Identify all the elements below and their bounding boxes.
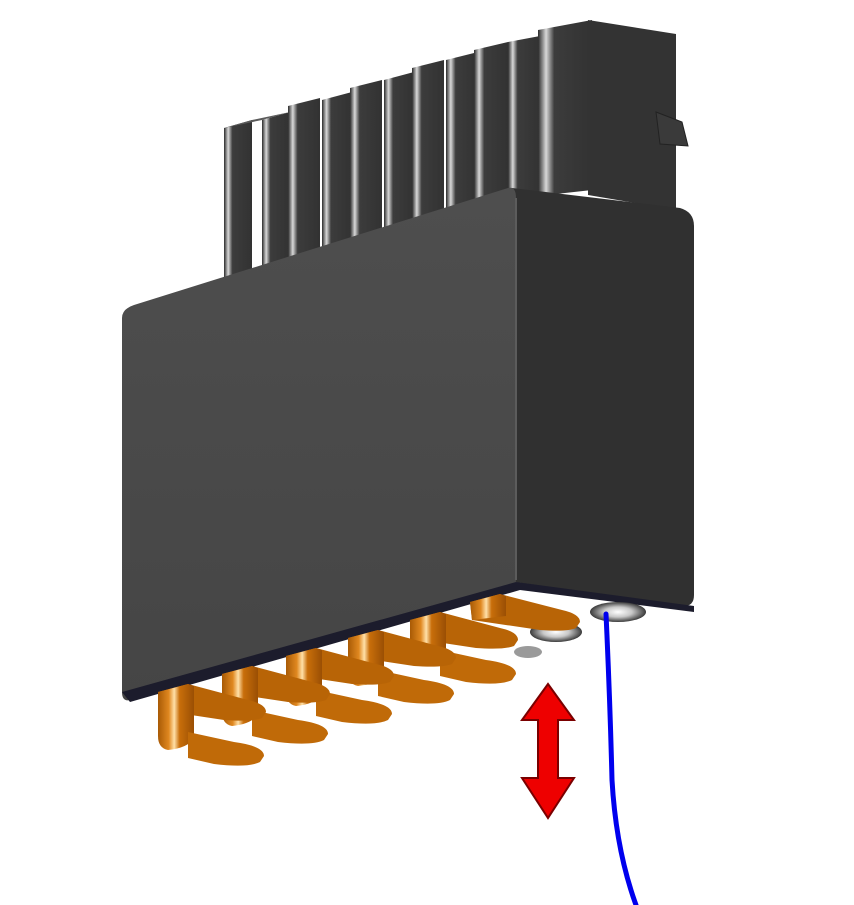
contact-5 xyxy=(410,612,518,684)
contact-1 xyxy=(158,684,266,766)
rib-4 xyxy=(322,92,352,258)
rib-back-block xyxy=(588,20,676,210)
housing xyxy=(122,187,694,702)
rib-7 xyxy=(412,60,444,228)
rib-1 xyxy=(224,120,252,285)
rib-9 xyxy=(474,42,508,208)
rib-10 xyxy=(508,36,540,200)
housing-side-face xyxy=(512,188,694,606)
rib-6 xyxy=(384,72,414,238)
rib-5 xyxy=(350,80,382,248)
rib-11 xyxy=(538,20,592,196)
contacts xyxy=(158,594,580,766)
rib-8 xyxy=(446,52,478,218)
hole-1 xyxy=(590,602,646,622)
contact-6 xyxy=(470,594,580,631)
top-ribs xyxy=(224,20,689,285)
rib-1-cap xyxy=(224,112,290,128)
blue-wire xyxy=(603,611,639,905)
rib-2 xyxy=(262,112,290,275)
housing-front-face xyxy=(122,187,516,701)
latch-tab xyxy=(655,111,689,147)
rib-3 xyxy=(288,98,320,268)
double-vertical-arrow-icon xyxy=(520,682,576,820)
hole-3 xyxy=(514,646,542,658)
